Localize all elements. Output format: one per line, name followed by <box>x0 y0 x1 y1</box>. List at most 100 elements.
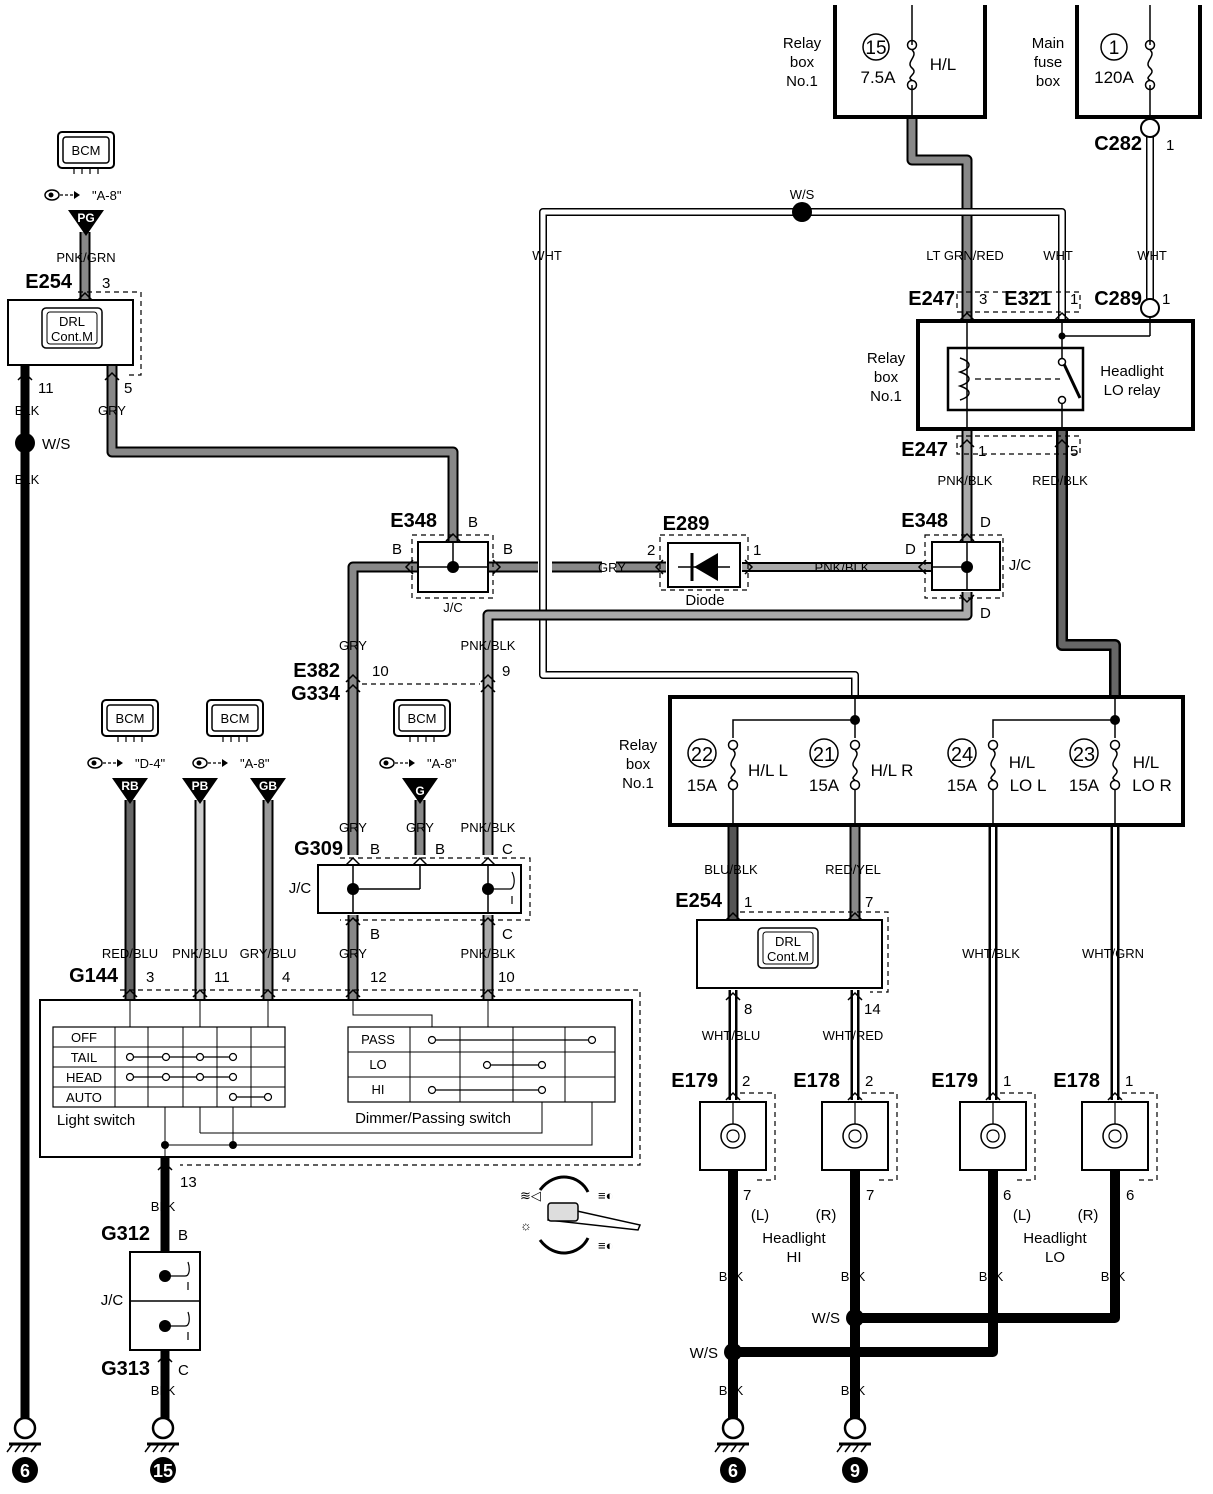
svg-text:Relay: Relay <box>783 35 822 52</box>
svg-text:Cont.M: Cont.M <box>51 329 93 344</box>
wire-label: BLK <box>151 1199 176 1214</box>
connector-e254-top: E254 <box>25 271 73 293</box>
svg-text:≋◁: ≋◁ <box>520 1188 541 1203</box>
connector-g309: G309 <box>294 838 343 860</box>
svg-text:Light switch: Light switch <box>57 1112 135 1129</box>
svg-text:≡◐: ≡◐ <box>598 1188 613 1203</box>
pin-label: 3 <box>146 969 154 986</box>
connector-g334: G334 <box>291 683 341 705</box>
connector-e179-hi: E179 <box>671 1070 718 1092</box>
pin-label: 2 <box>742 1073 750 1090</box>
drl-control-module-top: DRL Cont.M <box>7 299 134 366</box>
headlight-lamps <box>699 1091 1158 1181</box>
connector-e178-hi: E178 <box>793 1070 840 1092</box>
wire-label: PNK/GRN <box>56 250 115 265</box>
svg-text:H/L: H/L <box>930 55 956 74</box>
wire-label: PNK/BLK <box>938 473 993 488</box>
svg-text:15A: 15A <box>1069 776 1100 795</box>
see-reference-icon <box>44 189 81 201</box>
svg-text:120A: 120A <box>1094 68 1134 87</box>
svg-text:OFF: OFF <box>71 1030 97 1045</box>
wire-label: GRY <box>98 403 126 418</box>
ground-points: 6 15 6 9 <box>5 1416 873 1485</box>
terminal-code: GB <box>259 779 277 793</box>
wire-label: BLK <box>841 1269 866 1284</box>
wire-label: BLK <box>15 403 40 418</box>
wire-label: RED/YEL <box>825 862 881 877</box>
svg-text:15A: 15A <box>947 776 978 795</box>
connector-g144: G144 <box>69 965 119 987</box>
svg-text:fuse: fuse <box>1034 54 1062 71</box>
bcm-label: BCM <box>221 711 250 726</box>
pin-label: B <box>178 1227 188 1244</box>
svg-text:LT GRN/RED: LT GRN/RED <box>926 248 1004 263</box>
terminal-code: PG <box>77 211 94 225</box>
wire-label: PNK/BLK <box>461 820 516 835</box>
connector-e321: E321 <box>1004 288 1051 310</box>
bcm-label: BCM <box>72 143 101 158</box>
jc-label: J/C <box>443 600 463 615</box>
relay-box-label: box <box>626 756 651 773</box>
reference-label: "A-8" <box>427 756 457 771</box>
wire-label: BLK <box>719 1383 744 1398</box>
svg-text:7.5A: 7.5A <box>861 68 897 87</box>
wire-label: BLK <box>841 1383 866 1398</box>
see-reference-icon <box>87 757 124 769</box>
pin-label: 1 <box>1003 1073 1011 1090</box>
pin-label: 5 <box>124 380 132 397</box>
relay-box-top: Relay box No.1 15 7.5A H/L <box>783 5 987 119</box>
wire-label: RED/BLU <box>102 946 158 961</box>
svg-text:Headlight: Headlight <box>1100 363 1164 380</box>
wire-label: GRY/BLU <box>240 946 297 961</box>
pin-label: 12 <box>370 969 387 986</box>
wire-label: BLK <box>979 1269 1004 1284</box>
svg-text:15A: 15A <box>687 776 718 795</box>
pin-label: 1 <box>1125 1073 1133 1090</box>
wire-label: GRY <box>598 560 626 575</box>
svg-text:☼: ☼ <box>520 1218 532 1233</box>
main-fuse-box: Main fuse box 1 120A <box>1032 5 1202 119</box>
svg-text:Cont.M: Cont.M <box>767 949 809 964</box>
svg-text:H/L: H/L <box>1009 753 1035 772</box>
svg-text:box: box <box>1036 73 1061 90</box>
wires <box>20 115 1154 1420</box>
see-reference-icon <box>379 757 416 769</box>
svg-text:H/L R: H/L R <box>871 761 914 780</box>
headlight-lo-label: Headlight <box>1023 1230 1087 1247</box>
relay-box-label: box <box>874 369 899 386</box>
svg-text:PASS: PASS <box>361 1032 395 1047</box>
pin-label: 1 <box>744 894 752 911</box>
wire-label: RED/BLK <box>1032 473 1088 488</box>
pin-label: B <box>503 541 513 558</box>
pin-label: B <box>370 841 380 858</box>
svg-text:≡◐: ≡◐ <box>598 1238 613 1253</box>
wire-label: W/S <box>812 1310 840 1327</box>
pin-label: C <box>502 926 513 943</box>
pin-label: 3 <box>102 275 110 292</box>
diode-icon <box>667 542 741 588</box>
svg-text:WHT: WHT <box>532 248 562 263</box>
pin-label: 14 <box>864 1001 881 1018</box>
connector-c289: C289 <box>1094 288 1142 310</box>
wire-label: WHT/GRN <box>1082 946 1144 961</box>
junction-connector-g312-g313 <box>129 1251 201 1351</box>
relay-box-label: Relay <box>867 350 906 367</box>
wire-label: PNK/BLK <box>461 638 516 653</box>
wire-label: BLK <box>15 472 40 487</box>
svg-text:Dimmer/Passing switch: Dimmer/Passing switch <box>355 1110 511 1127</box>
pin-label: 1 <box>978 443 986 460</box>
svg-text:24: 24 <box>951 744 973 766</box>
svg-text:DRL: DRL <box>59 314 85 329</box>
jc-label: J/C <box>1009 557 1032 574</box>
combination-switch-stalk-icon: ≋◁ ≡◐ ☼ ≡◐ <box>520 1175 642 1255</box>
pin-label: B <box>370 926 380 943</box>
headlight-lo-relay: Headlight LO relay <box>916 316 1195 431</box>
wire-label: WHT/RED <box>823 1028 884 1043</box>
svg-text:H/L L: H/L L <box>748 761 788 780</box>
connector-e382: E382 <box>293 660 340 682</box>
wire-label: W/S <box>42 436 70 453</box>
svg-text:9: 9 <box>850 1461 860 1481</box>
wire-label: GRY <box>339 946 367 961</box>
svg-text:H/L: H/L <box>1133 753 1159 772</box>
relay-box-fuses: 22 15A H/L L 21 15A H/L R 24 15A H/L LO … <box>668 695 1185 827</box>
